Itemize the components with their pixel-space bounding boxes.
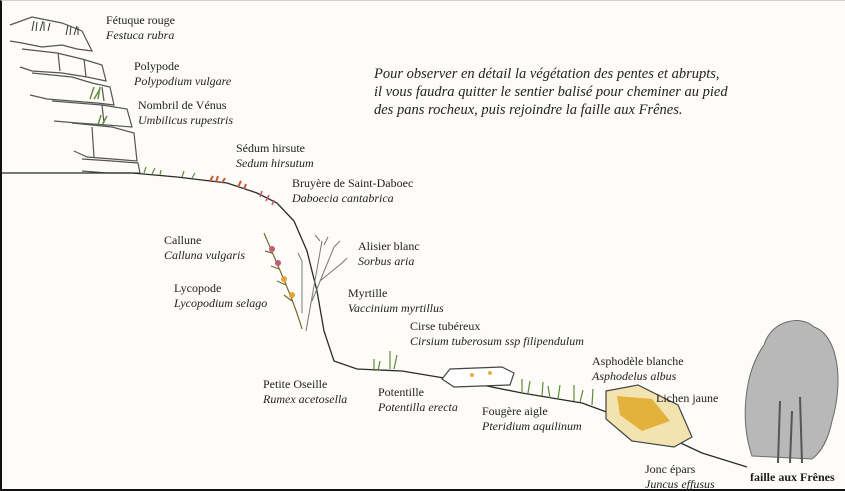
latin-name: Asphodelus albus — [592, 369, 684, 384]
ash-trees — [745, 321, 838, 463]
common-name: Asphodèle blanche — [592, 354, 684, 369]
label-juncus: Jonc épars Juncus effusus — [645, 462, 715, 491]
label-sedum: Sédum hirsute Sedum hirsutum — [236, 141, 314, 171]
label-lichen: Lichen jaune — [656, 391, 718, 406]
common-name: Cirse tubéreux — [410, 319, 584, 334]
common-name: Sédum hirsute — [236, 141, 314, 156]
latin-name: Calluna vulgaris — [164, 248, 245, 263]
latin-name: Potentilla erecta — [378, 400, 458, 415]
label-pteridium: Fougère aigle Pteridium aquilinum — [482, 404, 582, 434]
latin-name: Rumex acetosella — [263, 392, 347, 407]
common-name: Nombril de Vénus — [138, 98, 233, 113]
label-rumex: Petite Oseille Rumex acetosella — [263, 377, 347, 407]
common-name: Polypode — [134, 59, 231, 74]
common-name: Jonc épars — [645, 462, 715, 477]
label-cirsium: Cirse tubéreux Cirsium tuberosum ssp fil… — [410, 319, 584, 349]
flat-rock — [442, 367, 514, 387]
label-polypodium: Polypode Polypodium vulgare — [134, 59, 231, 89]
latin-name: Polypodium vulgare — [134, 74, 231, 89]
intro-line-1: Pour observer en détail la végétation de… — [374, 65, 834, 83]
latin-name: Vaccinium myrtillus — [348, 301, 444, 316]
label-potentilla: Potentille Potentilla erecta — [378, 385, 458, 415]
calluna-shrub — [264, 233, 302, 329]
fescue-tufts — [32, 21, 78, 35]
fern-patches — [90, 87, 107, 125]
label-calluna: Callune Calluna vulgaris — [164, 233, 245, 263]
label-lycopodium: Lycopode Lycopodium selago — [174, 281, 267, 311]
common-name: Petite Oseille — [263, 377, 347, 392]
label-umbilicus: Nombril de Vénus Umbilicus rupestris — [138, 98, 233, 128]
label-festuca: Fétuque rouge Festuca rubra — [106, 13, 175, 43]
latin-name: Umbilicus rupestris — [138, 113, 233, 128]
latin-name: Pteridium aquilinum — [482, 419, 582, 434]
latin-name: Juncus effusus — [645, 477, 715, 491]
common-name: Fougère aigle — [482, 404, 582, 419]
label-daboecia: Bruyère de Saint-Daboec Daboecia cantabr… — [292, 176, 413, 206]
heather-patch — [260, 191, 274, 205]
label-asphodelus: Asphodèle blanche Asphodelus albus — [592, 354, 684, 384]
label-sorbus: Alisier blanc Sorbus aria — [358, 239, 420, 269]
common-name: Bruyère de Saint-Daboec — [292, 176, 413, 191]
faille-label: faille aux Frênes — [750, 470, 835, 485]
intro-text: Pour observer en détail la végétation de… — [374, 65, 834, 119]
common-name: Myrtille — [348, 286, 444, 301]
latin-name: Cirsium tuberosum ssp filipendulum — [410, 334, 584, 349]
sorbus-shrub — [298, 235, 347, 331]
latin-name: Lycopodium selago — [174, 296, 267, 311]
common-name: Lycopode — [174, 281, 267, 296]
intro-line-3: des pans rocheux, puis rejoindre la fail… — [374, 101, 834, 119]
common-name: Fétuque rouge — [106, 13, 175, 28]
common-name: Callune — [164, 233, 245, 248]
label-vaccinium: Myrtille Vaccinium myrtillus — [348, 286, 444, 316]
latin-name: Daboecia cantabrica — [292, 191, 413, 206]
intro-line-2: il vous faudra quitter le sentier balisé… — [374, 83, 834, 101]
latin-name: Sedum hirsutum — [236, 156, 314, 171]
common-name: Alisier blanc — [358, 239, 420, 254]
common-name: Potentille — [378, 385, 458, 400]
latin-name: Festuca rubra — [106, 28, 175, 43]
latin-name: Sorbus aria — [358, 254, 420, 269]
common-name: Lichen jaune — [656, 391, 718, 406]
